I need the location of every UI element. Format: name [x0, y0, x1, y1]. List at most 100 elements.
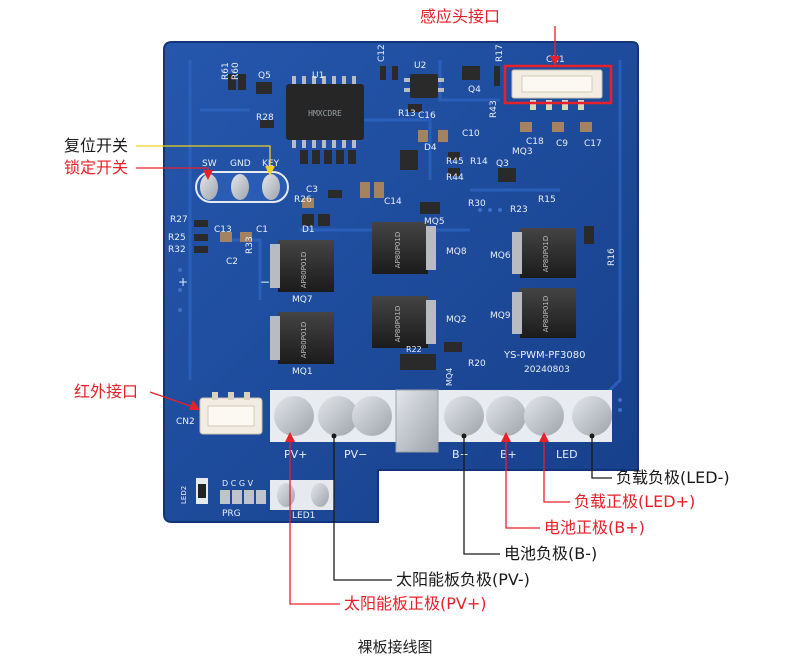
silk-sw: SW	[202, 159, 217, 169]
silk-r43: R43	[489, 100, 499, 118]
silk-dcgv: D C G V	[222, 479, 254, 488]
mq8-marking: AP80P01D	[394, 232, 402, 268]
reset-switch-label: 复位开关	[64, 136, 129, 155]
mq2-marking: AP80P01D	[394, 306, 402, 342]
silk-d4: D4	[424, 143, 437, 153]
figure-caption: 裸板接线图	[357, 638, 433, 656]
silk-u2: U2	[414, 61, 426, 71]
battery-positive-leader	[505, 436, 540, 529]
silk-r27: R27	[170, 215, 188, 225]
gnd-pad	[231, 174, 249, 200]
silk-r61: R61	[221, 62, 231, 80]
silk-led1: LED1	[292, 511, 315, 521]
silk-model: YS-PWM-PF3080	[503, 350, 585, 361]
mq6-marking: AP80P01D	[542, 236, 550, 272]
silk-r25: R25	[168, 233, 186, 243]
silk-date: 20240803	[524, 365, 570, 375]
silk-c2: C2	[226, 257, 238, 267]
silk-r23: R23	[510, 205, 528, 215]
silk-r45: R45	[446, 157, 464, 167]
solar-positive-label: 太阳能板正极(PV+)	[344, 594, 487, 613]
silk-mq1: MQ1	[292, 367, 313, 377]
silk-c9: C9	[556, 139, 568, 149]
ic-u1: HMXCDRE	[286, 76, 364, 148]
load-negative-label: 负载负极(LED-)	[616, 468, 730, 487]
silk-r15: R15	[538, 195, 556, 205]
silk-led: LED	[556, 448, 578, 461]
silk-b-plus: B+	[500, 448, 517, 461]
silk-pv-minus: PV−	[344, 448, 367, 461]
callout-markers	[189, 56, 595, 442]
led-minus-pad	[572, 396, 612, 436]
load-positive-label: 负载正极(LED+)	[574, 492, 696, 511]
smd-components	[194, 66, 594, 370]
sw-pad	[200, 174, 218, 200]
mosfet-mq7: AP80P01D	[270, 240, 334, 292]
pv-plus-pad	[274, 396, 314, 436]
silk-q4: Q4	[468, 85, 481, 95]
silk-r28: R28	[256, 113, 274, 123]
center-copper-pad	[395, 389, 439, 453]
cn1-highlight-box	[503, 64, 613, 105]
silk-r26: R26	[294, 195, 312, 205]
silk-key: KEY	[262, 159, 280, 169]
u1-marking: HMXCDRE	[308, 109, 342, 118]
mosfet-mq9: AP80P01D	[512, 288, 576, 338]
silk-led2: LED2	[180, 486, 188, 504]
battery-negative-leader	[463, 436, 500, 555]
b-plus-pad	[486, 396, 526, 436]
silk-b-minus: B−	[452, 448, 469, 461]
power-pad-strip	[270, 389, 612, 453]
ic-u2	[404, 74, 444, 98]
lock-switch-label: 锁定开关	[64, 158, 129, 177]
led-plus-pad	[524, 396, 564, 436]
silk-c17: C17	[584, 139, 602, 149]
prg-led-area	[196, 478, 334, 510]
silk-mq7: MQ7	[292, 295, 313, 305]
silk-gnd: GND	[230, 159, 251, 169]
silk-r13: R13	[398, 109, 416, 119]
silk-mq3: MQ3	[512, 147, 533, 157]
silk-r20: R20	[468, 359, 486, 369]
silk-plus: +	[178, 275, 188, 289]
silk-c16: C16	[418, 111, 436, 121]
mosfet-mq1: AP80P01D	[270, 312, 334, 364]
reset-switch-leader	[136, 145, 271, 172]
silk-c10: C10	[462, 129, 480, 139]
silk-d1: D1	[302, 225, 315, 235]
pv-minus-pad-1	[318, 396, 358, 436]
infrared-port-label: 红外接口	[74, 382, 139, 401]
silk-mq4: MQ4	[445, 368, 454, 386]
silk-r33: R33	[245, 236, 255, 254]
solar-negative-label: 太阳能板负极(PV-)	[396, 570, 530, 589]
load-positive-leader	[543, 436, 570, 503]
silk-minus: −	[260, 275, 270, 289]
mosfet-mq8: AP80P01D	[372, 222, 436, 274]
silk-mq6: MQ6	[490, 251, 511, 261]
silk-c1: C1	[256, 225, 268, 235]
silk-r16: R16	[607, 248, 617, 266]
silk-r22: R22	[406, 345, 422, 354]
silk-c14: C14	[384, 197, 402, 207]
silk-r44: R44	[446, 173, 464, 183]
silk-q5: Q5	[258, 71, 271, 81]
silk-r32: R32	[168, 245, 186, 255]
silk-mq9: MQ9	[490, 311, 511, 321]
switch-pad-strip	[195, 171, 289, 203]
solar-negative-leader	[333, 436, 392, 581]
mq1-marking: AP80P01D	[300, 322, 308, 358]
mosfet-mq2: AP80P01D	[372, 296, 436, 348]
mosfet-mq6: AP80P01D	[512, 228, 576, 278]
solar-positive-leader	[289, 436, 340, 605]
mq9-marking: AP80P01D	[542, 296, 550, 332]
infrared-leader	[149, 391, 197, 409]
mq7-marking: AP80P01D	[300, 252, 308, 288]
cn2-connector	[199, 392, 263, 435]
silk-r14: R14	[470, 157, 488, 167]
silk-r17: R17	[495, 44, 505, 62]
pv-minus-pad-2	[352, 396, 392, 436]
load-negative-leader	[591, 436, 612, 479]
silk-r30: R30	[468, 199, 486, 209]
silk-c12: C12	[377, 44, 387, 62]
